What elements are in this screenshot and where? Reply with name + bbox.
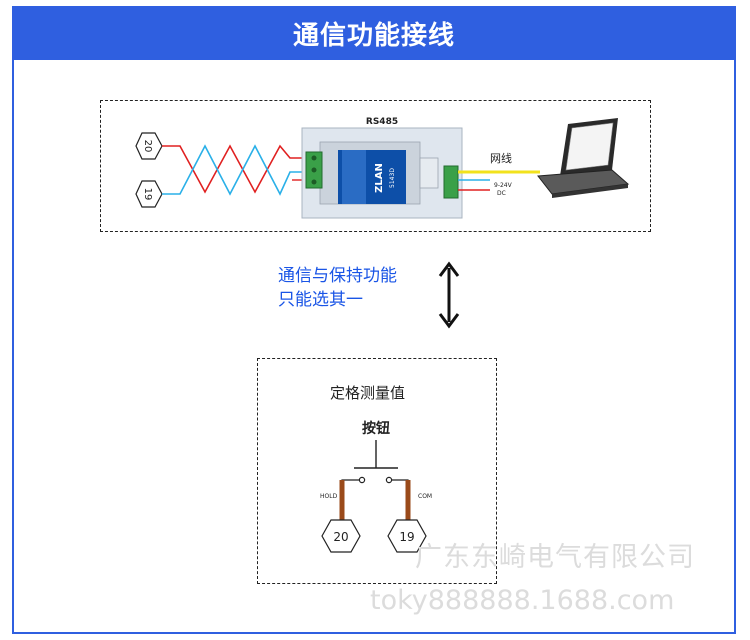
note-line-2: 只能选其一 — [278, 290, 363, 310]
terminal-top-label: 20 — [142, 140, 153, 153]
watermark-site: toky888888.1688.com — [370, 585, 675, 616]
rs485-converter-device: ZLAN 5143D — [301, 127, 463, 219]
page-title: 通信功能接线 — [12, 6, 736, 60]
terminal-20-hexagon: 20 — [135, 132, 163, 160]
terminal-19-hexagon: 19 — [135, 180, 163, 208]
note-line-1: 通信与保持功能 — [278, 266, 397, 286]
device-title: RS485 — [366, 117, 398, 127]
network-label: 网线 — [490, 151, 512, 165]
device-brand: ZLAN — [374, 163, 385, 193]
terminal-19-hexagon-bottom: 19 — [387, 519, 427, 553]
note-text: 通信与保持功能 只能选其一 — [278, 264, 397, 312]
terminal-right-label: 19 — [399, 530, 414, 544]
com-label: COM — [418, 493, 432, 500]
power-label-dc: DC — [497, 190, 506, 197]
device-model: 5143D — [389, 168, 396, 188]
communication-wiring-panel — [100, 100, 651, 232]
push-button-switch — [339, 440, 411, 520]
terminal-left-label: 20 — [333, 530, 348, 544]
hold-panel-title: 定格测量值 — [330, 384, 406, 402]
laptop-icon — [537, 118, 630, 198]
watermark-company: 广东东崎电气有限公司 — [415, 542, 695, 573]
twisted-wire-cyan — [162, 144, 308, 196]
terminal-bottom-label: 19 — [142, 188, 153, 201]
terminal-20-hexagon-bottom: 20 — [321, 519, 361, 553]
button-label: 按钮 — [362, 421, 390, 437]
power-label: 9-24V — [494, 182, 513, 189]
hold-wiring-panel — [257, 358, 497, 584]
double-arrow-icon — [438, 261, 460, 329]
hold-label: HOLD — [320, 493, 338, 500]
